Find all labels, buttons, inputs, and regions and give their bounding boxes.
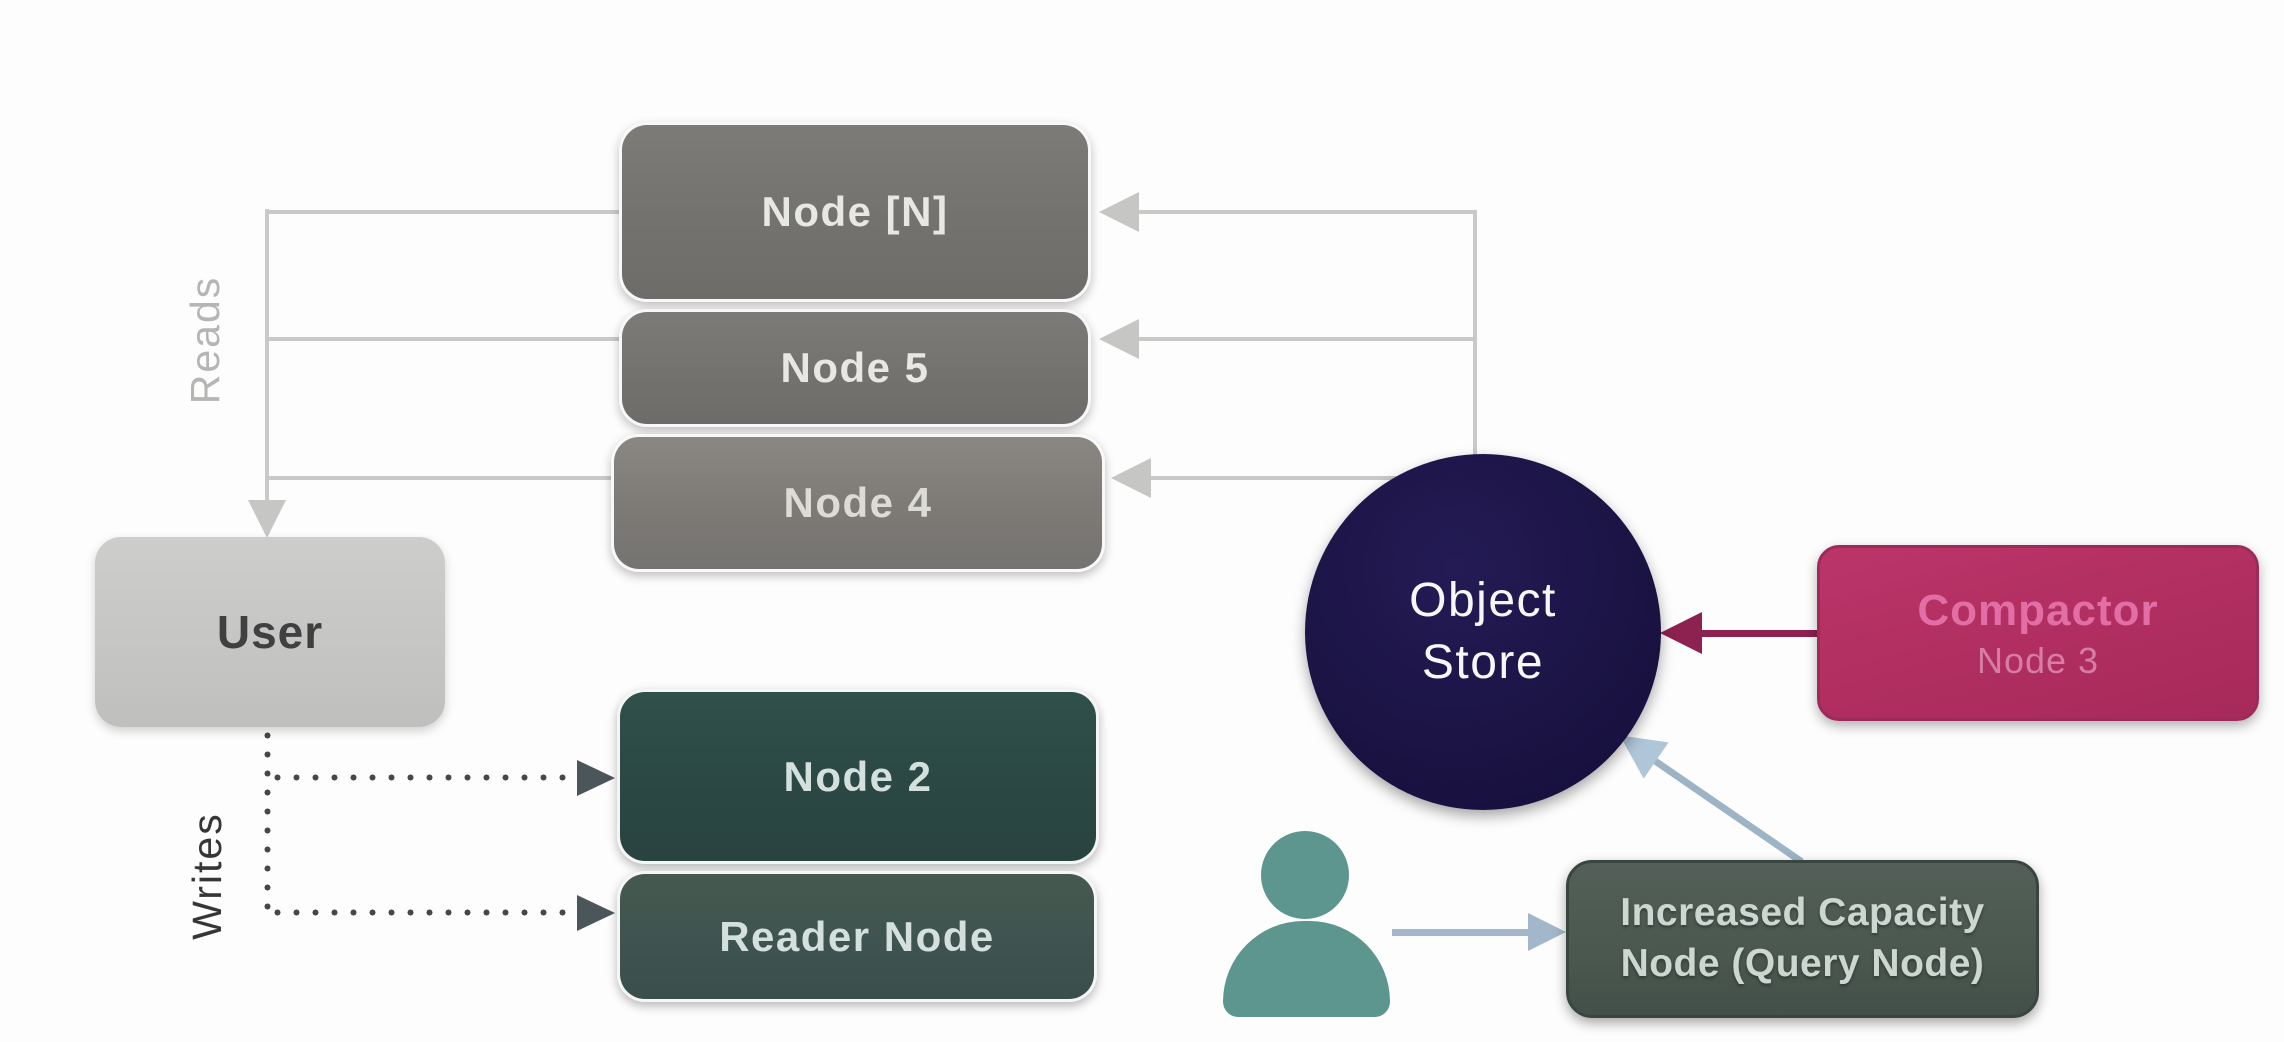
user-to-query-arrow-icon [1528, 913, 1566, 951]
arrow-into-node-4-icon [1111, 458, 1151, 498]
object-store-label-line2: Store [1421, 636, 1545, 689]
reads-flow-label: Reads [182, 275, 228, 405]
user-label: User [216, 606, 324, 658]
write-arrow-reader-node-icon [577, 895, 615, 931]
write-arrow-node-2-icon [577, 760, 615, 796]
read-line-to-node-4 [267, 476, 613, 480]
store-vertical-line [1473, 210, 1477, 460]
person-body [1223, 921, 1390, 1017]
node-2-label: Node 2 [783, 752, 933, 800]
node-5-box: Node 5 [619, 309, 1091, 427]
reads-arrow-down-icon [248, 500, 286, 538]
writes-flow-label: Writes [184, 812, 230, 940]
read-line-to-node-n [267, 210, 619, 214]
node-n-label: Node [N] [761, 188, 949, 235]
object-store-label-line1: Object [1409, 573, 1557, 627]
compactor-box: Compactor Node 3 [1817, 545, 2259, 721]
reader-node-label: Reader Node [719, 912, 995, 960]
query-node-label-line1: Increased Capacity [1620, 891, 1985, 935]
write-line-to-node-2 [268, 774, 576, 781]
arrow-into-node-n-icon [1099, 192, 1139, 232]
compactor-subtitle: Node 3 [1976, 640, 2100, 681]
compactor-title: Compactor [1917, 586, 2159, 635]
user-to-query-arrow-shaft [1392, 929, 1532, 936]
user-box: User [95, 537, 445, 727]
node-4-box: Node 4 [611, 434, 1105, 572]
object-store-circle: Object Store [1305, 454, 1661, 810]
compactor-arrow-icon [1660, 612, 1702, 654]
node-4-label: Node 4 [783, 479, 933, 526]
person-head [1261, 831, 1349, 919]
read-line-to-node-5 [267, 337, 619, 341]
arrow-into-node-5-icon [1099, 319, 1139, 359]
write-line-to-reader-node [268, 909, 576, 916]
query-to-store-arrow-shaft [1648, 754, 1804, 865]
store-line-to-node-4 [1151, 476, 1477, 480]
store-line-to-node-n [1139, 210, 1477, 214]
node-2-box: Node 2 [617, 689, 1099, 864]
reader-node-box: Reader Node [617, 871, 1097, 1002]
reads-vertical-line [265, 209, 269, 502]
query-node-box: Increased Capacity Node (Query Node) [1566, 860, 2039, 1018]
node-n-box: Node [N] [619, 122, 1091, 302]
query-node-label-line2: Node (Query Node) [1620, 942, 1985, 985]
node-5-label: Node 5 [780, 344, 930, 391]
writes-vertical-dotted-line [264, 726, 271, 920]
store-line-to-node-5 [1139, 337, 1477, 341]
compactor-arrow-shaft [1698, 630, 1818, 637]
